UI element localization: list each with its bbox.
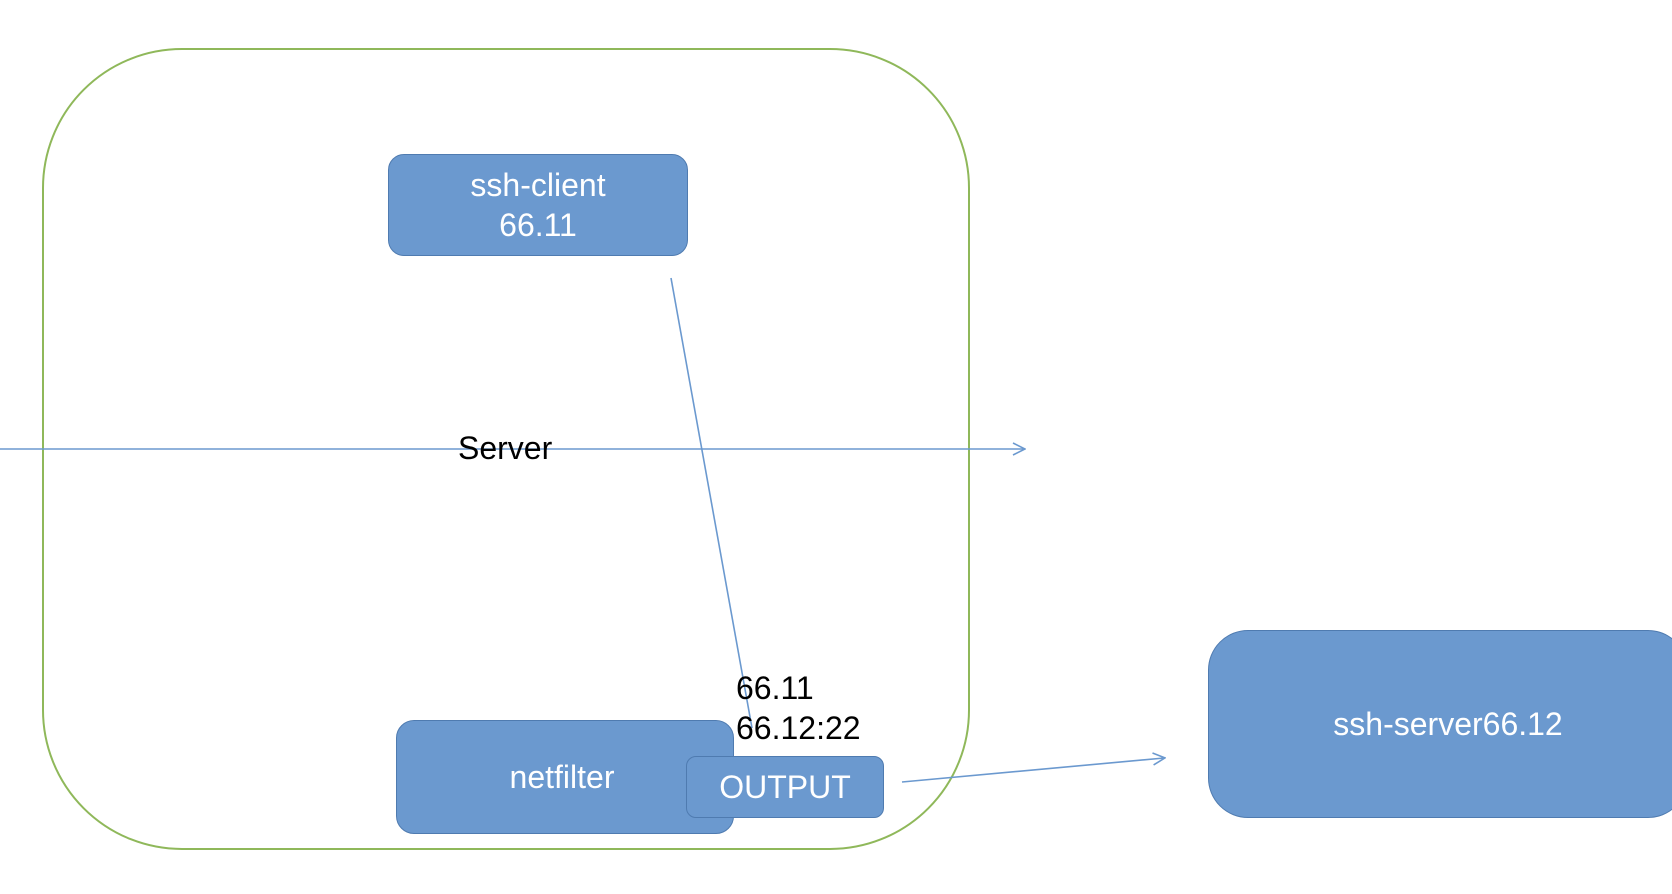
server-label: Server [458,430,553,466]
packet-destination-address: 66.12:22 [736,710,861,746]
client-to-output-line [670,277,753,729]
ssh-client-box: ssh-client 66.11 [388,154,688,256]
ssh-server-label: ssh-server66.12 [1333,706,1563,742]
ssh-client-ip: 66.11 [499,207,577,243]
output-to-server-arrow [901,758,1164,783]
output-chain-box: OUTPUT [686,756,884,818]
output-chain-label: OUTPUT [719,769,851,805]
netfilter-label: netfilter [509,759,615,795]
ssh-client-name: ssh-client [470,167,606,203]
netfilter-box: netfilter [396,720,734,834]
packet-source-address: 66.11 [736,670,814,706]
ssh-server-box: ssh-server66.12 [1208,630,1672,818]
ssh-client-label: ssh-client 66.11 [470,165,605,245]
